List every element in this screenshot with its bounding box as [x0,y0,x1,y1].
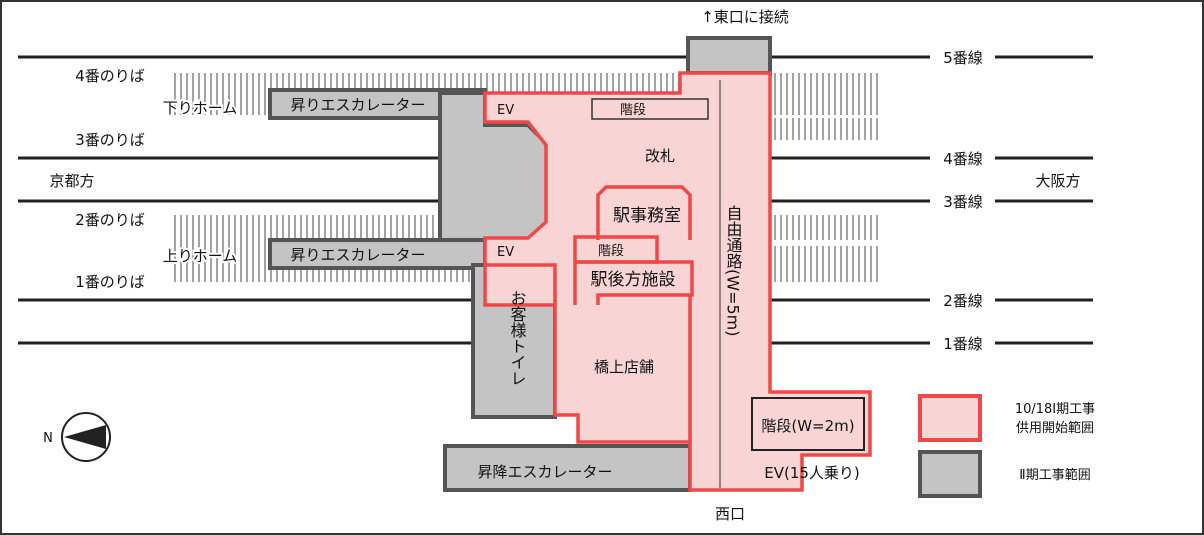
phase1-area [483,71,872,492]
track-5-label: 5番線 [943,49,983,67]
legend-phase2-label: Ⅱ期工事範囲 [1019,468,1090,483]
ev-mid-label: EV [497,245,514,260]
track-4-label: 4番線 [943,150,983,168]
updown-escalator-area [443,444,692,492]
ticket-gate-label: 改札 [645,147,675,165]
stairs-box [751,397,865,451]
toilet-label: お客様トイレ [508,290,527,386]
shop-label: 橋上店舗 [594,358,654,376]
stairs-w2-label: 階段(W=2m) [761,417,854,435]
escalator-up-bottom-label: 昇りエスカレーター [290,246,425,264]
stairs-top-label: 階段 [620,103,646,118]
east-connection-area [686,36,772,75]
platform-2-label: 2番のりば [75,211,145,229]
platform-3-label: 3番のりば [75,131,145,149]
platform-1-label: 1番のりば [75,273,145,291]
ev-top-label: EV [497,103,514,118]
stairs-mid-label: 階段 [598,244,624,259]
escalator-bottom-area [268,238,487,270]
stairs-top-box [591,98,709,120]
west-exit-label: 西口 [715,505,745,523]
legend-phase1-line1: 10/18Ⅰ期工事 [1015,402,1095,417]
north-compass: N [43,412,111,462]
kyoto-direction-label: 京都方 [49,172,94,190]
ev-15-label: EV(15人乗り) [764,464,860,482]
legend: 10/18Ⅰ期工事 供用開始範囲 Ⅱ期工事範囲 [918,394,1095,498]
legend-phase1-swatch [918,394,982,442]
east-exit-label: ↑東口に接続 [701,8,789,26]
track-3-label: 3番線 [943,193,983,211]
north-label: N [43,431,53,446]
station-office-label: 駅事務室 [613,206,681,226]
escalator-up-top-label: 昇りエスカレーター [290,96,425,114]
north-arrow-icon [64,425,106,449]
legend-phase1-line2: 供用開始範囲 [1016,421,1094,436]
backyard-label: 駅後方施設 [591,270,676,290]
legend-phase2-swatch [918,450,982,498]
osaka-direction-label: 大阪方 [1035,172,1080,190]
track-2-label: 2番線 [943,292,983,310]
track-1-label: 1番線 [943,335,983,353]
down-home-label: 下りホーム [163,99,238,117]
escalator-updown-label: 昇降エスカレーター [477,463,612,481]
free-passage-label: 自由通路(W=5m) [724,205,743,336]
track-lines [18,55,1093,345]
up-home-label: 上りホーム [163,247,238,265]
platform-4-label: 4番のりば [75,67,145,85]
